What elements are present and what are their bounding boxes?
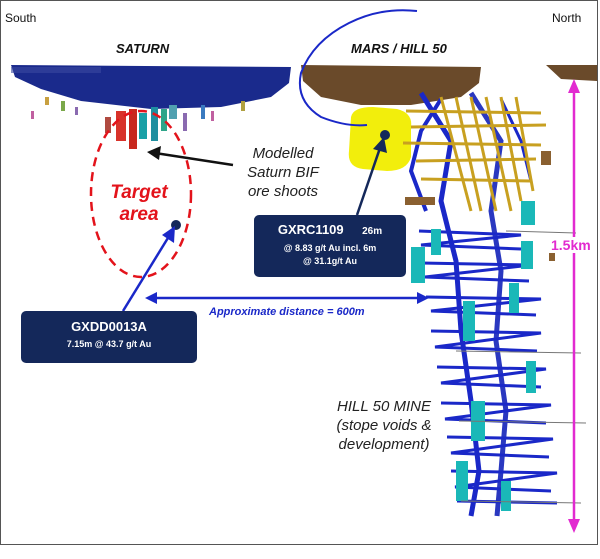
saturn-pit bbox=[11, 65, 291, 109]
mine-line-3: development) bbox=[338, 436, 430, 453]
gxdd-line-2: 7.15m @ 43.7 g/t Au bbox=[66, 339, 152, 349]
gxdd-hole-id: GXDD0013A bbox=[71, 319, 147, 334]
hill50-workings bbox=[402, 91, 587, 517]
gxrc-highlight bbox=[348, 107, 412, 171]
south-label: South bbox=[5, 11, 37, 25]
gxrc-length: 26m bbox=[362, 226, 383, 237]
gxrc-hole-id: GXRC1109 bbox=[277, 222, 344, 237]
section-diagram: South North SATURN MARS / HILL 50 Modell… bbox=[0, 0, 598, 545]
scale-arrow bbox=[568, 79, 580, 533]
target-line-2: area bbox=[119, 204, 159, 225]
note-line-3: ore shoots bbox=[247, 183, 319, 200]
diagram-graphics bbox=[11, 9, 597, 533]
note-line-2: Saturn BIF bbox=[247, 164, 319, 181]
gxrc-arrow bbox=[355, 137, 387, 216]
gxdd0013a-callout: GXDD0013A 7.15m @ 43.7 g/t Au bbox=[21, 311, 197, 363]
note-line-1: Modelled bbox=[252, 145, 314, 162]
north-label: North bbox=[552, 11, 582, 25]
mars-pit-north bbox=[546, 65, 597, 81]
mine-line-2: (stope voids & bbox=[336, 417, 432, 434]
target-area-ellipse bbox=[89, 109, 193, 279]
hill50-mine-note: HILL 50 MINE (stope voids & development) bbox=[319, 397, 449, 454]
distance-arrow bbox=[145, 292, 429, 304]
hand-drawn-loop bbox=[299, 9, 418, 127]
distance-label: Approximate distance = 600m bbox=[209, 306, 365, 318]
mars-hill50-title: MARS / HILL 50 bbox=[351, 41, 447, 56]
saturn-title: SATURN bbox=[116, 41, 170, 56]
target-area-label: Target area bbox=[99, 182, 179, 226]
target-line-1: Target bbox=[110, 182, 168, 203]
modelled-ore-note: Modelled Saturn BIF ore shoots bbox=[223, 144, 343, 201]
gxrc1109-callout: GXRC1109 26m @ 8.83 g/t Au incl. 6m @ 31… bbox=[254, 215, 406, 277]
saturn-arrow bbox=[147, 146, 234, 167]
saturn-workings bbox=[31, 97, 245, 149]
saturn-dumps bbox=[11, 67, 101, 73]
gxdd-arrow bbox=[121, 226, 175, 312]
gxrc-intersection-dot bbox=[380, 130, 390, 140]
scale-label: 1.5km bbox=[549, 237, 593, 253]
gxrc-line-2: @ 8.83 g/t Au incl. 6m bbox=[283, 243, 377, 253]
gxrc-line-3: @ 31.1g/t Au bbox=[303, 256, 357, 266]
mine-line-1: HILL 50 MINE bbox=[337, 398, 431, 415]
mars-pit bbox=[301, 65, 481, 105]
